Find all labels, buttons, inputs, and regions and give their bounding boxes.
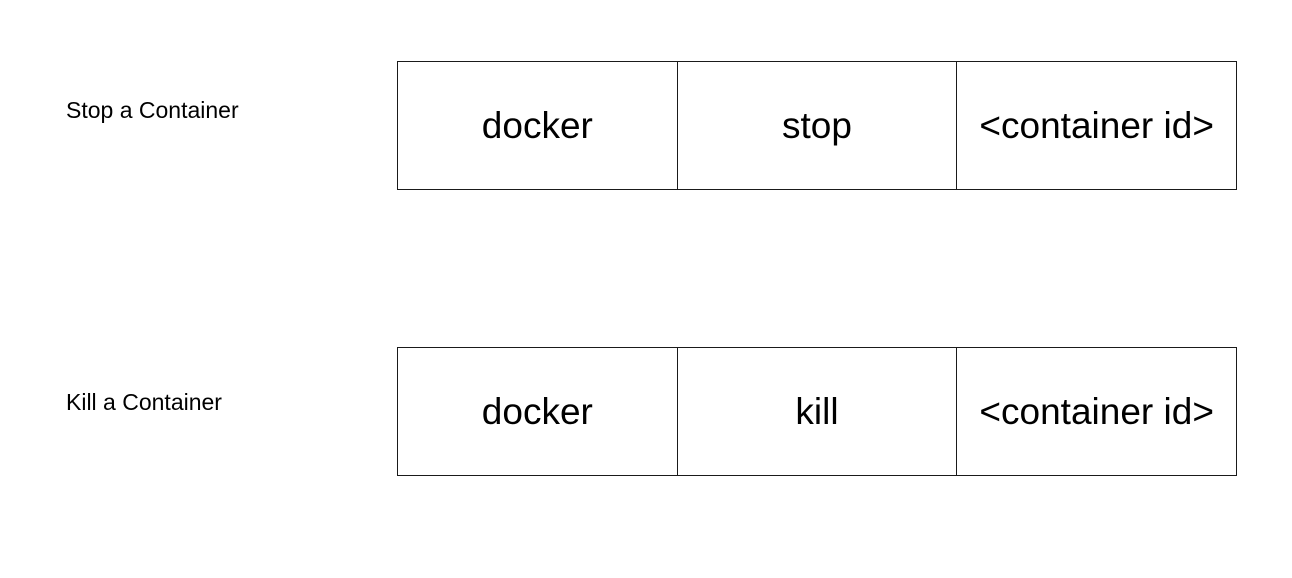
cell-docker: docker [481, 104, 593, 146]
cell-kill: kill [676, 348, 957, 475]
cell-docker: docker [481, 390, 593, 432]
cell-container-id: <container id> [956, 62, 1236, 189]
row-label-stop-a-container: Stop a Container [66, 97, 239, 123]
cell-container-id: <container id> [956, 348, 1236, 475]
command-table-stop: docker stop <container id> [397, 61, 1237, 190]
cell-stop: stop [676, 62, 957, 189]
row-label-kill-a-container: Kill a Container [66, 389, 222, 415]
command-table-kill: docker kill <container id> [397, 347, 1237, 476]
